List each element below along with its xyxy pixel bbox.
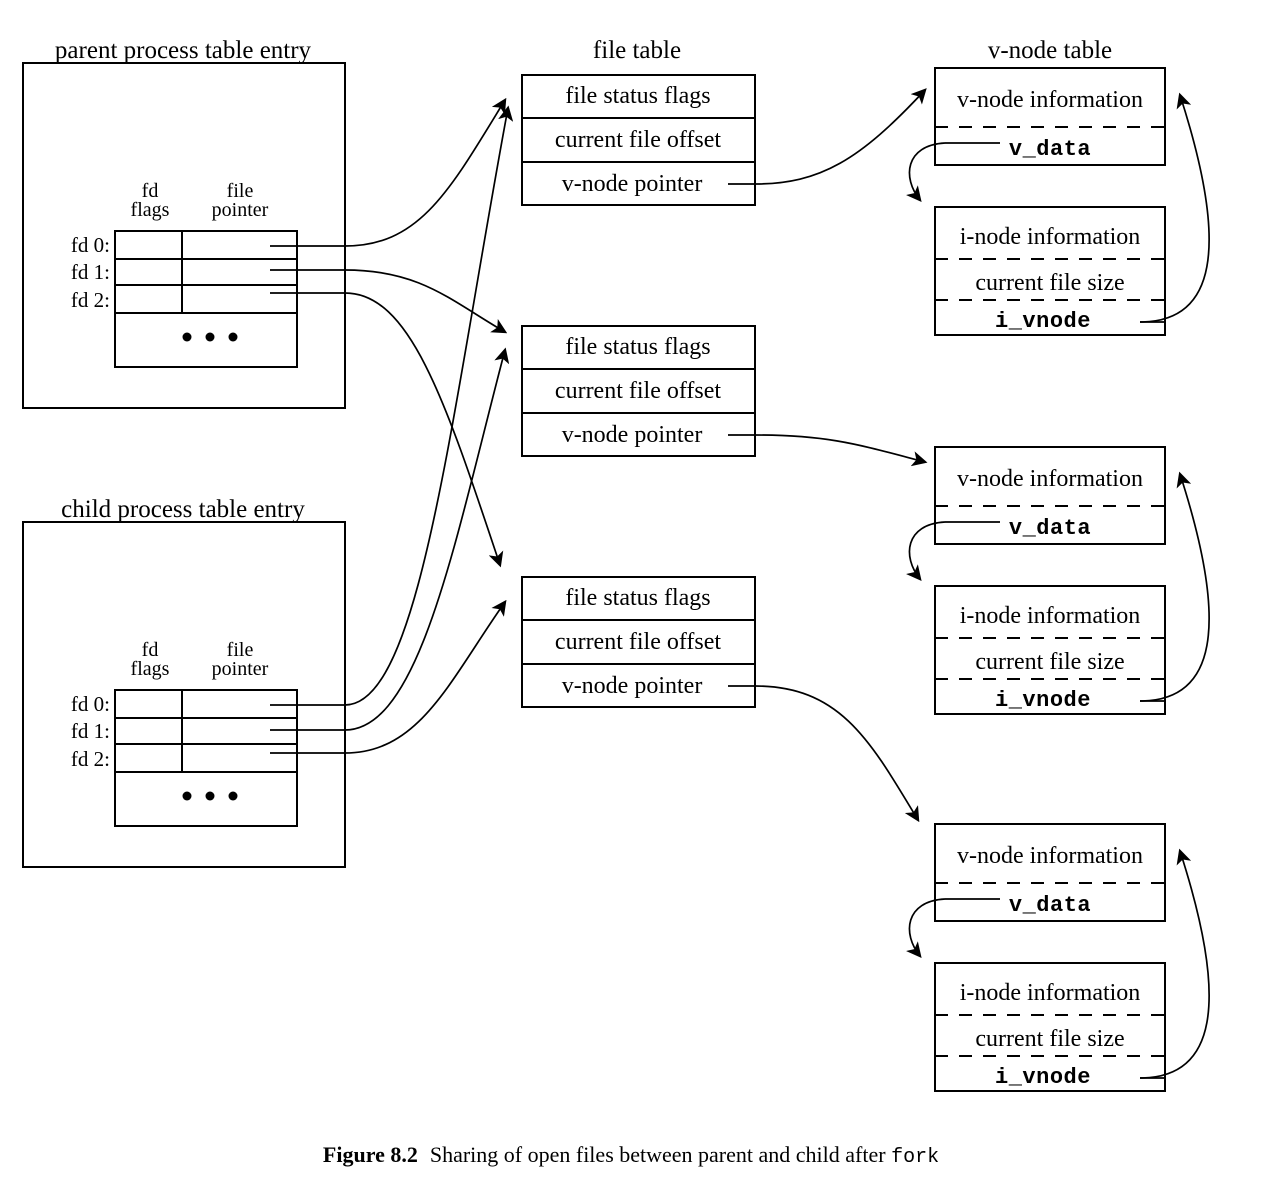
file-entry-2-box: [521, 576, 756, 708]
inode-1-information: i-node information: [960, 603, 1141, 629]
parent-fd2-to-file-entry-2-arrow: [344, 292, 504, 568]
child-fd-row-label-0: fd 0:: [71, 692, 110, 716]
child-fd-flags-line2: flags: [131, 658, 170, 680]
parent-file-pointer-line2: pointer: [212, 199, 269, 221]
inode-2-box: [934, 962, 1166, 1092]
file-entry-0-vnode-pointer: v-node pointer: [562, 171, 703, 197]
child-ellipsis-dot-1: [205, 791, 215, 801]
parent-process-table-entry: parent process table entry fd flags file…: [22, 37, 346, 409]
figure-caption: Figure 8.2 Sharing of open files between …: [0, 1142, 1262, 1169]
vnode-2-information: v-node information: [957, 843, 1143, 869]
child-fd-table: [114, 689, 298, 827]
file-entry-0-box: [521, 74, 756, 206]
parent-fd-flags-line1: fd: [142, 180, 159, 202]
vnode-0-information: v-node information: [957, 87, 1143, 113]
parent-ellipsis-dot-2: [228, 332, 238, 342]
inode-2-i-vnode: i_vnode: [995, 1065, 1091, 1090]
inode-0-information: i-node information: [960, 224, 1141, 250]
vnode-2-to-inode-arrow: [906, 898, 946, 958]
child-ellipsis-dot-2: [228, 791, 238, 801]
file-entry-1-status-flags: file status flags: [565, 334, 710, 360]
figure-caption-code: fork: [891, 1146, 940, 1169]
inode-0-box: [934, 206, 1166, 336]
inode-1-to-vnode-arrow: [1139, 471, 1210, 702]
inode-0-current-file-size: current file size: [975, 270, 1124, 296]
child-fd-row-label-2: fd 2:: [71, 747, 110, 771]
vnode-table-title: v-node table: [988, 37, 1112, 64]
file-entry-0-current-offset: current file offset: [555, 127, 721, 153]
inode-1-box: [934, 585, 1166, 715]
vnode-0-to-inode-arrow: [906, 142, 946, 202]
parent-fd-row-label-1: fd 1:: [71, 260, 110, 284]
vnode-0-box: [934, 67, 1166, 166]
child-process-table-entry: child process table entry fd flags file …: [22, 496, 346, 868]
inode-0-to-vnode-arrow: [1139, 92, 1210, 323]
parent-fd-flags-line2: flags: [131, 199, 170, 221]
vnode-1-information: v-node information: [957, 466, 1143, 492]
parent-fd-table: [114, 230, 298, 368]
vnode-0-v-data: v_data: [1009, 137, 1091, 162]
child-file-pointer-line2: pointer: [212, 658, 269, 680]
child-fd1-to-file-entry-1-arrow: [344, 347, 510, 731]
child-file-pointer-line1: file: [227, 639, 254, 661]
file-entry-2-current-offset: current file offset: [555, 629, 721, 655]
file-table-title: file table: [593, 37, 681, 64]
vnode-group-2: v-node information v_data i-node informa…: [906, 823, 1210, 1092]
inode-2-information: i-node information: [960, 980, 1141, 1006]
inode-0-i-vnode: i_vnode: [995, 309, 1091, 334]
file-entry-0-to-vnode-0-arrow: [754, 88, 927, 185]
file-entry-2-to-vnode-2-arrow: [754, 685, 920, 823]
inode-2-current-file-size: current file size: [975, 1026, 1124, 1052]
figure-caption-label: Figure 8.2: [322, 1142, 418, 1167]
file-entry-1-vnode-pointer: v-node pointer: [562, 422, 703, 448]
vnode-group-0: v-node information v_data i-node informa…: [906, 67, 1210, 336]
file-table-entry-2: file status flags current file offset v-…: [521, 576, 756, 708]
child-fd2-to-file-entry-2-arrow: [344, 599, 507, 754]
file-table-entry-1: file status flags current file offset v-…: [521, 325, 756, 457]
child-fd0-to-file-entry-0-arrow: [344, 105, 514, 706]
figure-caption-text: Sharing of open files between parent and…: [429, 1142, 886, 1167]
vnode-group-1: v-node information v_data i-node informa…: [906, 446, 1210, 715]
inode-2-to-vnode-arrow: [1139, 848, 1210, 1079]
file-entry-2-vnode-pointer: v-node pointer: [562, 673, 703, 699]
child-process-title: child process table entry: [61, 496, 305, 523]
vnode-1-to-inode-arrow: [906, 521, 946, 581]
parent-process-title: parent process table entry: [55, 37, 312, 64]
child-fd-flags-line1: fd: [142, 639, 159, 661]
parent-ellipsis-dot-0: [182, 332, 192, 342]
file-entry-2-status-flags: file status flags: [565, 585, 710, 611]
vnode-2-v-data: v_data: [1009, 893, 1091, 918]
parent-fd-row-label-2: fd 2:: [71, 288, 110, 312]
vnode-1-box: [934, 446, 1166, 545]
file-entry-0-status-flags: file status flags: [565, 83, 710, 109]
child-ellipsis-dot-0: [182, 791, 192, 801]
file-entry-1-current-offset: current file offset: [555, 378, 721, 404]
file-entry-1-box: [521, 325, 756, 457]
vnode-2-box: [934, 823, 1166, 922]
file-table-entry-0: file status flags current file offset v-…: [521, 74, 756, 206]
parent-fd1-to-file-entry-1-arrow: [344, 269, 508, 334]
parent-file-pointer-line1: file: [227, 180, 254, 202]
parent-fd-row-label-0: fd 0:: [71, 233, 110, 257]
inode-1-current-file-size: current file size: [975, 649, 1124, 675]
inode-1-i-vnode: i_vnode: [995, 688, 1091, 713]
parent-ellipsis-dot-1: [205, 332, 215, 342]
parent-fd0-to-file-entry-0-arrow: [344, 97, 507, 247]
child-fd-row-label-1: fd 1:: [71, 719, 110, 743]
vnode-1-v-data: v_data: [1009, 516, 1091, 541]
file-entry-1-to-vnode-1-arrow: [754, 434, 928, 467]
